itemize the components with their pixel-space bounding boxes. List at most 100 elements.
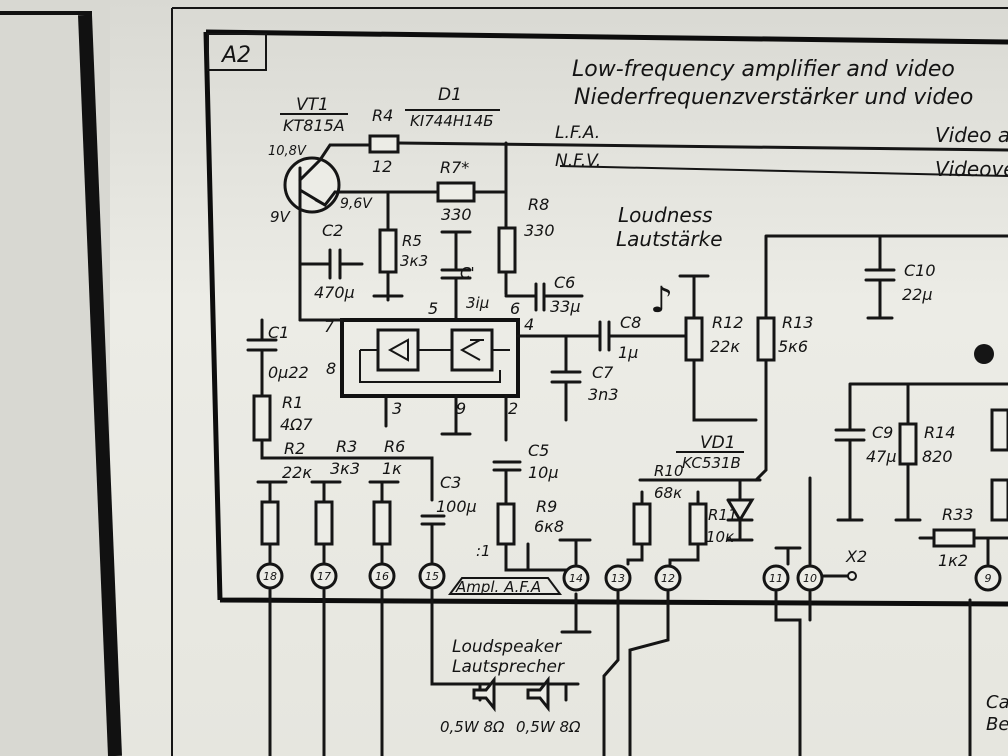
resistor-r13 — [756, 316, 776, 362]
r9-value: 6к8 — [534, 517, 564, 536]
d1-type: KI744H14Б — [410, 112, 494, 130]
resistor-right-upper — [990, 408, 1008, 452]
ic-pin-7: 7 — [324, 317, 335, 336]
contrast-icon — [974, 344, 994, 364]
bottom-right-a: Ca — [986, 692, 1008, 713]
transistor-leads — [298, 143, 372, 207]
pin-label-12: 12 — [661, 572, 675, 585]
pin-note: :1 — [476, 542, 491, 560]
r12-wires — [678, 274, 758, 422]
c2-ref: C2 — [322, 221, 343, 240]
capacitor-c8 — [516, 320, 690, 352]
resistor-r8 — [497, 226, 517, 274]
c5-r9-wires — [492, 460, 578, 572]
title-de: Niederfrequenzverstärker und video — [574, 85, 973, 110]
pin14-ground — [558, 538, 592, 634]
r1-ref: R1 — [282, 393, 303, 412]
trimmer-wires — [256, 480, 400, 566]
connector-pin — [310, 562, 338, 590]
ic-pin-2: 2 — [508, 399, 518, 418]
ic-internal-wiring — [359, 349, 510, 383]
r7-ref: R7* — [440, 158, 469, 177]
resistor-r14 — [898, 422, 918, 466]
vt1-vb: 9V — [270, 208, 292, 226]
connector-pin — [974, 564, 1002, 592]
c7-value: 3n3 — [588, 385, 619, 404]
cp-value: 3iμ — [466, 294, 489, 312]
ic-buffer-symbol — [387, 338, 409, 362]
loudness-en: Loudness — [618, 203, 713, 227]
ic-pin-5: 5 — [428, 299, 438, 318]
r10-ref: R10 — [654, 462, 684, 480]
resistor-right-lower — [990, 478, 1008, 522]
r13-wires — [754, 234, 1008, 482]
r4-value: 12 — [372, 157, 392, 176]
pin-label-11: 11 — [769, 572, 783, 585]
resistor-r7 — [436, 181, 476, 203]
ic-buffer-stage — [376, 328, 420, 372]
r7-value: 330 — [441, 205, 472, 224]
r8-value: 330 — [524, 221, 555, 240]
label-lfa: L.F.A. — [555, 123, 600, 143]
vt1-vc: 10,8V — [268, 144, 307, 159]
speaker-2-rating: 0,5W 8Ω — [516, 718, 581, 736]
r8-ref: R8 — [528, 195, 549, 214]
capacitor-c2 — [298, 248, 364, 280]
r12-ref: R12 — [712, 313, 743, 332]
bottom-right-b: Be — [986, 714, 1008, 735]
r5-value: 3к3 — [400, 252, 428, 270]
r33-value: 1к2 — [938, 551, 968, 570]
music-note-icon: ♪ — [650, 280, 673, 321]
r14-wires — [894, 382, 922, 522]
c1-r1-wires — [246, 318, 434, 502]
r6-ref: R6 — [384, 437, 405, 456]
cp-ref: C' — [460, 264, 475, 282]
speaker-2-icon — [526, 675, 550, 713]
r11-value: 10к — [706, 528, 734, 546]
capacitor-c7 — [550, 334, 582, 422]
pin-label-14: 14 — [569, 572, 583, 585]
right-video-en: Video a — [935, 123, 1008, 147]
resistor-r33 — [932, 528, 976, 548]
r12-value: 22к — [710, 337, 740, 356]
resistor-r10 — [632, 502, 652, 546]
r33-wires — [918, 536, 1008, 566]
c6-ref: C6 — [554, 273, 575, 292]
r1-value: 4Ω7 — [280, 415, 313, 434]
ic-pin-9: 9 — [456, 399, 466, 418]
c10-value: 22μ — [902, 285, 933, 304]
trimmer-r6 — [372, 500, 392, 546]
c2-value: 470μ — [314, 283, 355, 302]
module-frame — [203, 29, 1008, 607]
capacitor-c9 — [834, 382, 1008, 522]
r13-value: 5к6 — [778, 337, 808, 356]
r13-ref: R13 — [782, 313, 813, 332]
connector-pin — [762, 564, 790, 592]
r10-value: 68к — [654, 484, 682, 502]
c6-value: 33μ — [550, 297, 581, 316]
ampl-label: Ampl. A.F.A — [455, 578, 541, 596]
pin-10-11-wires — [774, 476, 852, 578]
c3-ref: C3 — [440, 473, 461, 492]
connector-pin — [654, 564, 682, 592]
pin-label-10: 10 — [803, 572, 817, 585]
r2-value: 22к — [282, 463, 312, 482]
module-label: A2 — [220, 43, 251, 68]
capacitor-cprime — [440, 230, 472, 320]
ic-output-symbol — [459, 339, 484, 361]
pin-label-15: 15 — [425, 570, 439, 583]
resistor-r11 — [688, 502, 708, 546]
trimmer-r2 — [260, 500, 280, 546]
output-wires — [268, 588, 972, 756]
title-en: Low-frequency amplifier and video — [572, 57, 955, 82]
capacitor-c6 — [504, 282, 584, 312]
r14-ref: R14 — [924, 423, 955, 442]
r5-ref: R5 — [402, 232, 422, 250]
capacitor-c10 — [864, 234, 896, 320]
ic-amplifier — [340, 318, 520, 398]
ic-external-wires — [298, 318, 508, 442]
c1-value: 0μ22 — [268, 363, 309, 382]
connector-pin-labels: 18 17 16 15 14 13 12 11 10 9 — [263, 570, 992, 585]
resistor-r1 — [252, 394, 272, 442]
module-label-box — [207, 33, 267, 71]
